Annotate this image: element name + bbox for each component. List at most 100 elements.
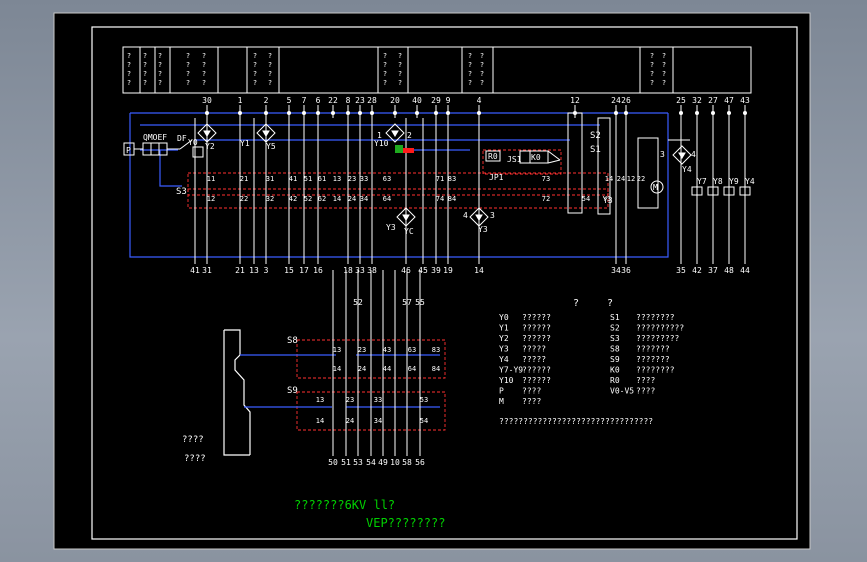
rectifier-bridge — [469, 207, 489, 227]
bottom-terminal-label: 37 — [708, 266, 718, 275]
drawing-title-line2: VEP???????? — [366, 516, 445, 530]
diode-symbol — [475, 214, 483, 221]
contact-label: 32 — [266, 195, 274, 203]
terminal-dot — [446, 111, 450, 115]
terminal-dot — [434, 111, 438, 115]
header-mark: ? — [480, 79, 484, 87]
lower-terminal-label: 53 — [353, 458, 363, 467]
label-k0: K0 — [531, 153, 541, 162]
diode-symbol — [262, 130, 270, 137]
top-terminal-label: 1 — [238, 96, 243, 105]
s8-contact-label: 44 — [383, 365, 391, 373]
top-terminal-label: 9 — [446, 96, 451, 105]
label-js1: JS1 — [507, 155, 522, 164]
header-mark: ? — [202, 52, 206, 60]
s8-contact-label: 14 — [333, 365, 341, 373]
s9-contact-label: 53 — [420, 396, 428, 404]
bottom-terminal-label: 35 — [676, 266, 686, 275]
label-y8: Y8 — [713, 177, 723, 186]
legend-text: ???????? — [636, 313, 675, 322]
highlight-green-mark — [395, 145, 403, 153]
terminal-dot — [695, 111, 699, 115]
legend-code: S8 — [610, 345, 620, 354]
legend-code: S2 — [610, 324, 620, 333]
rectifier-bridge — [197, 123, 217, 143]
terminal-dot — [393, 111, 397, 115]
label-mech-a: ???? — [182, 435, 204, 445]
contact-label: 22 — [240, 195, 248, 203]
contact-label: 33 — [360, 175, 368, 183]
drawing-sheet — [53, 12, 811, 550]
header-mark: ? — [480, 52, 484, 60]
header-mark: ? — [480, 70, 484, 78]
terminal-dot — [743, 111, 747, 115]
s9-contact-label: 13 — [316, 396, 324, 404]
header-mark: ? — [158, 52, 162, 60]
label-y2: Y2 — [205, 142, 215, 151]
legend-text: ????? — [522, 355, 546, 364]
contact-label: 11 — [207, 175, 215, 183]
top-terminal-label: 4 — [477, 96, 482, 105]
bottom-terminal-label: 13 — [249, 266, 259, 275]
label-yc: YC — [404, 227, 414, 236]
header-mark: ? — [383, 52, 387, 60]
legend-text: ???? — [522, 397, 541, 406]
lower-terminal-label: 52 — [353, 298, 363, 307]
contact-label: 22 — [637, 175, 645, 183]
drawing-title-line1: ???????6KV ll? — [294, 498, 395, 512]
header-mark: ? — [127, 79, 131, 87]
terminal-dot — [264, 111, 268, 115]
label-c1: 1 — [377, 131, 382, 140]
lower-terminal-label: 49 — [378, 458, 388, 467]
timing-relay — [485, 112, 611, 215]
label-s9: S9 — [287, 386, 298, 396]
top-terminal-label: 6 — [316, 96, 321, 105]
terminal-dot — [477, 111, 481, 115]
lower-terminal-label: 51 — [341, 458, 351, 467]
supply-circuit — [123, 139, 204, 158]
contact-label: 13 — [333, 175, 341, 183]
legend-text: ????? — [522, 345, 546, 354]
terminal-dot — [624, 111, 628, 115]
label-c3b: 3 — [660, 150, 665, 159]
contact-label: 72 — [542, 195, 550, 203]
label-c3: 3 — [490, 211, 495, 220]
highlight-red-mark — [402, 148, 414, 153]
header-mark: ? — [650, 52, 654, 60]
contact-label: 23 — [348, 175, 356, 183]
header-mark: ? — [650, 70, 654, 78]
label-s2: S2 — [590, 131, 601, 141]
bottom-terminal-label: 21 — [235, 266, 245, 275]
header-mark: ? — [158, 70, 162, 78]
header-mark: ? — [383, 79, 387, 87]
label-y4b: Y4 — [682, 165, 692, 174]
terminal-dot — [302, 111, 306, 115]
s9-contact-label: 33 — [374, 396, 382, 404]
label-y7: Y7 — [697, 177, 707, 186]
top-terminal-label: 24 — [611, 96, 621, 105]
legend-text: ??????? — [636, 345, 670, 354]
header-block — [122, 46, 752, 94]
top-terminal-label: 20 — [390, 96, 400, 105]
header-mark: ? — [662, 61, 666, 69]
bottom-terminal-label: 38 — [367, 266, 377, 275]
bottom-terminal-label: 16 — [313, 266, 323, 275]
label-y10: Y10 — [374, 139, 389, 148]
terminal-dot — [331, 111, 335, 115]
top-terminal-label: 28 — [367, 96, 377, 105]
contact-label: 73 — [542, 175, 550, 183]
label-p: P — [126, 146, 131, 155]
lower-terminal-label: 10 — [390, 458, 400, 467]
mechanism-sketch — [223, 329, 300, 456]
label-c4: 4 — [463, 211, 468, 220]
drawing-frame — [91, 26, 798, 540]
header-mark: ? — [186, 79, 190, 87]
header-mark: ? — [398, 70, 402, 78]
header-mark: ? — [662, 70, 666, 78]
contact-label: Y3 — [603, 195, 611, 203]
legend-note: ???????????????????????????????? — [499, 417, 653, 426]
